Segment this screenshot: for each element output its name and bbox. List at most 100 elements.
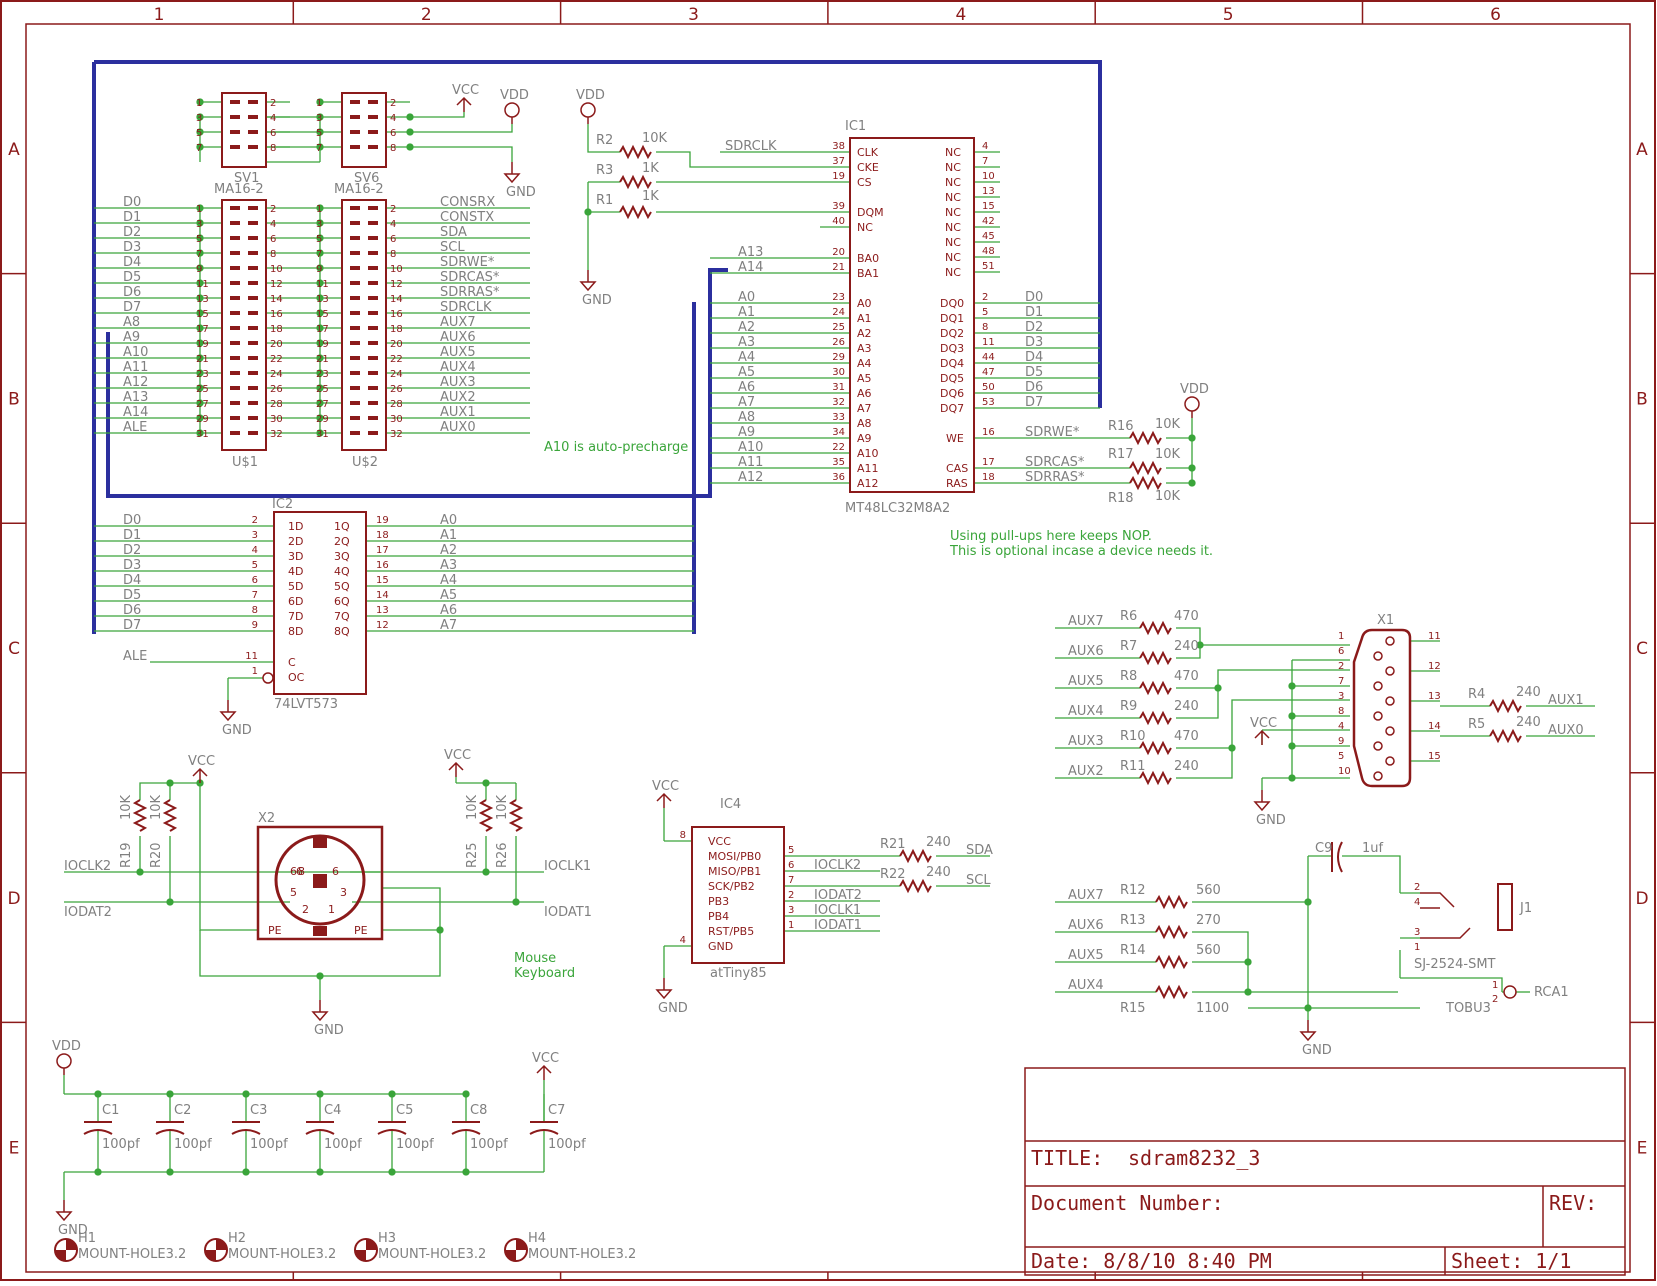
ic2-pin-label: 6D: [288, 595, 303, 608]
rca1-pin: 1: [1492, 980, 1498, 991]
ic4-pin-label: SCK/PB2: [708, 880, 755, 893]
pin-number: 8: [252, 605, 258, 616]
header-pin: [368, 371, 378, 375]
pin-number: 3: [316, 113, 322, 124]
x1-pin: [1385, 636, 1395, 646]
x1-pin-number: 15: [1428, 751, 1441, 762]
ic1-pin-label: WE: [946, 432, 964, 445]
ic2-pin-label: 7Q: [334, 610, 350, 623]
net-label: A8: [738, 410, 755, 425]
pin-number: 22: [390, 354, 403, 365]
header-pin: [368, 341, 378, 345]
r12-name: R12: [1120, 883, 1146, 898]
header-pin: [350, 431, 360, 435]
net-label: A0: [738, 290, 755, 305]
net-label: SDRCAS*: [440, 270, 500, 285]
ic1-pin-label: DQM: [857, 206, 884, 219]
ic2-pin-label: 1Q: [334, 520, 350, 533]
ic1-pin-number: 32: [832, 397, 845, 408]
ic1-body: [849, 137, 975, 493]
header-pin: [230, 206, 240, 210]
ic1-pin-number: 53: [982, 397, 995, 408]
net-label: D7: [123, 618, 141, 633]
pin-number: 26: [270, 384, 283, 395]
junction-dot: [1196, 641, 1204, 649]
net-label: A4: [738, 350, 755, 365]
header-pin: [248, 416, 258, 420]
ic1-pin-label: A11: [857, 462, 879, 475]
net-label: A11: [123, 360, 148, 375]
ic1-pin-label: A0: [857, 297, 872, 310]
gnd-symbol: [219, 700, 237, 722]
r8-value: 470: [1174, 669, 1199, 684]
x1-pin-number: 5: [1338, 751, 1344, 762]
header-pin: [350, 266, 360, 270]
pin-number: 7: [196, 249, 202, 260]
pin-number: 1: [316, 98, 322, 109]
vdd-symbol: [1184, 396, 1200, 412]
pin-number: 24: [390, 369, 403, 380]
pin-number: 9: [316, 264, 322, 275]
ic1-pin-label: A2: [857, 327, 872, 340]
x2-key: [313, 836, 327, 848]
pin-number: 28: [390, 399, 403, 410]
j1-value: SJ-2524-SMT: [1414, 957, 1496, 972]
ic4-value: atTiny85: [710, 966, 767, 981]
title-label: TITLE:: [1031, 1146, 1103, 1170]
r25-value: 10K: [465, 794, 480, 820]
x1-pin: [1373, 681, 1383, 691]
header-pin: [368, 266, 378, 270]
header-pin: [368, 401, 378, 405]
pin-number: 13: [376, 605, 389, 616]
pin-number: 4: [252, 545, 258, 556]
vdd-label: VDD: [500, 88, 529, 103]
vcc-symbol: [656, 792, 672, 808]
net-label: AUX3: [1068, 734, 1104, 749]
frame-row-label-right: E: [1637, 1138, 1648, 1158]
ic1-pin-number: 7: [982, 156, 988, 167]
mount-hole-fill: [505, 1239, 527, 1261]
ic1-pin-label: CS: [857, 176, 872, 189]
header-pin: [368, 221, 378, 225]
c8-value: 100pf: [470, 1137, 508, 1152]
r21-name: R21: [880, 837, 906, 852]
r19-name: R19: [119, 842, 134, 868]
pin-number: 14: [390, 294, 403, 305]
r22-symbol: [899, 878, 932, 894]
net-label: IOCLK1: [544, 859, 591, 874]
pin-number: 18: [390, 324, 403, 335]
gnd-symbol: [655, 978, 673, 1000]
c5-name: C5: [396, 1103, 413, 1118]
ic4-pin-label: PB4: [708, 910, 729, 923]
ic2-pin-label: 5Q: [334, 580, 350, 593]
pin-number: 18: [270, 324, 283, 335]
document-number-label: Document Number:: [1031, 1191, 1224, 1215]
u2-name: U$2: [352, 455, 378, 470]
net-label: SDA: [440, 225, 467, 240]
header-pin: [368, 251, 378, 255]
ic1-value: MT48LC32M8A2: [845, 501, 950, 516]
net-label: A13: [123, 390, 148, 405]
net-label: AUX2: [1068, 764, 1104, 779]
sv6-name: SV6: [354, 171, 379, 186]
wire: [382, 887, 441, 930]
pin-number: 29: [316, 414, 329, 425]
c1-name: C1: [102, 1103, 119, 1118]
ic1-pin-number: 40: [832, 216, 845, 227]
net-label: A0: [440, 513, 457, 528]
net-label: AUX0: [440, 420, 476, 435]
header-pin: [350, 401, 360, 405]
net-label: A12: [738, 470, 763, 485]
header-pin: [230, 371, 240, 375]
net-label: SDRWE*: [1025, 425, 1080, 440]
header-pin: [248, 356, 258, 360]
header-pin: [230, 266, 240, 270]
frame-col-label: 1: [154, 5, 165, 25]
net-label: A2: [440, 543, 457, 558]
ic1-pin-label: BA0: [857, 252, 879, 265]
ic1-pin-number: 25: [832, 322, 845, 333]
j1-pin: 2: [1414, 882, 1420, 893]
vcc-symbol: [192, 767, 208, 783]
mount-hole-fill: [205, 1239, 227, 1261]
r4-name: R4: [1468, 687, 1485, 702]
